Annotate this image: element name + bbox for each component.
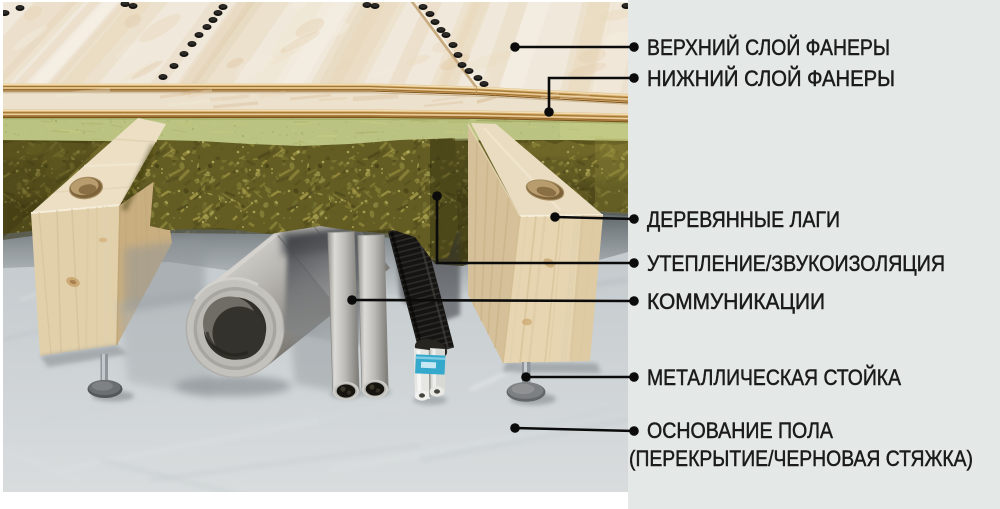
svg-text:НИЖНИЙ СЛОЙ ФАНЕРЫ: НИЖНИЙ СЛОЙ ФАНЕРЫ <box>647 66 895 91</box>
svg-text:ДЕРЕВЯННЫЕ ЛАГИ: ДЕРЕВЯННЫЕ ЛАГИ <box>647 207 840 232</box>
svg-text:ОСНОВАНИЕ ПОЛА: ОСНОВАНИЕ ПОЛА <box>647 418 833 443</box>
svg-text:КОММУНИКАЦИИ: КОММУНИКАЦИИ <box>647 289 825 314</box>
svg-text:МЕТАЛЛИЧЕСКАЯ СТОЙКА: МЕТАЛЛИЧЕСКАЯ СТОЙКА <box>647 365 901 390</box>
svg-text:(ПЕРЕКРЫТИЕ/ЧЕРНОВАЯ СТЯЖКА): (ПЕРЕКРЫТИЕ/ЧЕРНОВАЯ СТЯЖКА) <box>629 446 973 471</box>
svg-text:ВЕРХНИЙ СЛОЙ ФАНЕРЫ: ВЕРХНИЙ СЛОЙ ФАНЕРЫ <box>647 35 890 60</box>
svg-text:УТЕПЛЕНИЕ/ЗВУКОИЗОЛЯЦИЯ: УТЕПЛЕНИЕ/ЗВУКОИЗОЛЯЦИЯ <box>647 251 945 276</box>
